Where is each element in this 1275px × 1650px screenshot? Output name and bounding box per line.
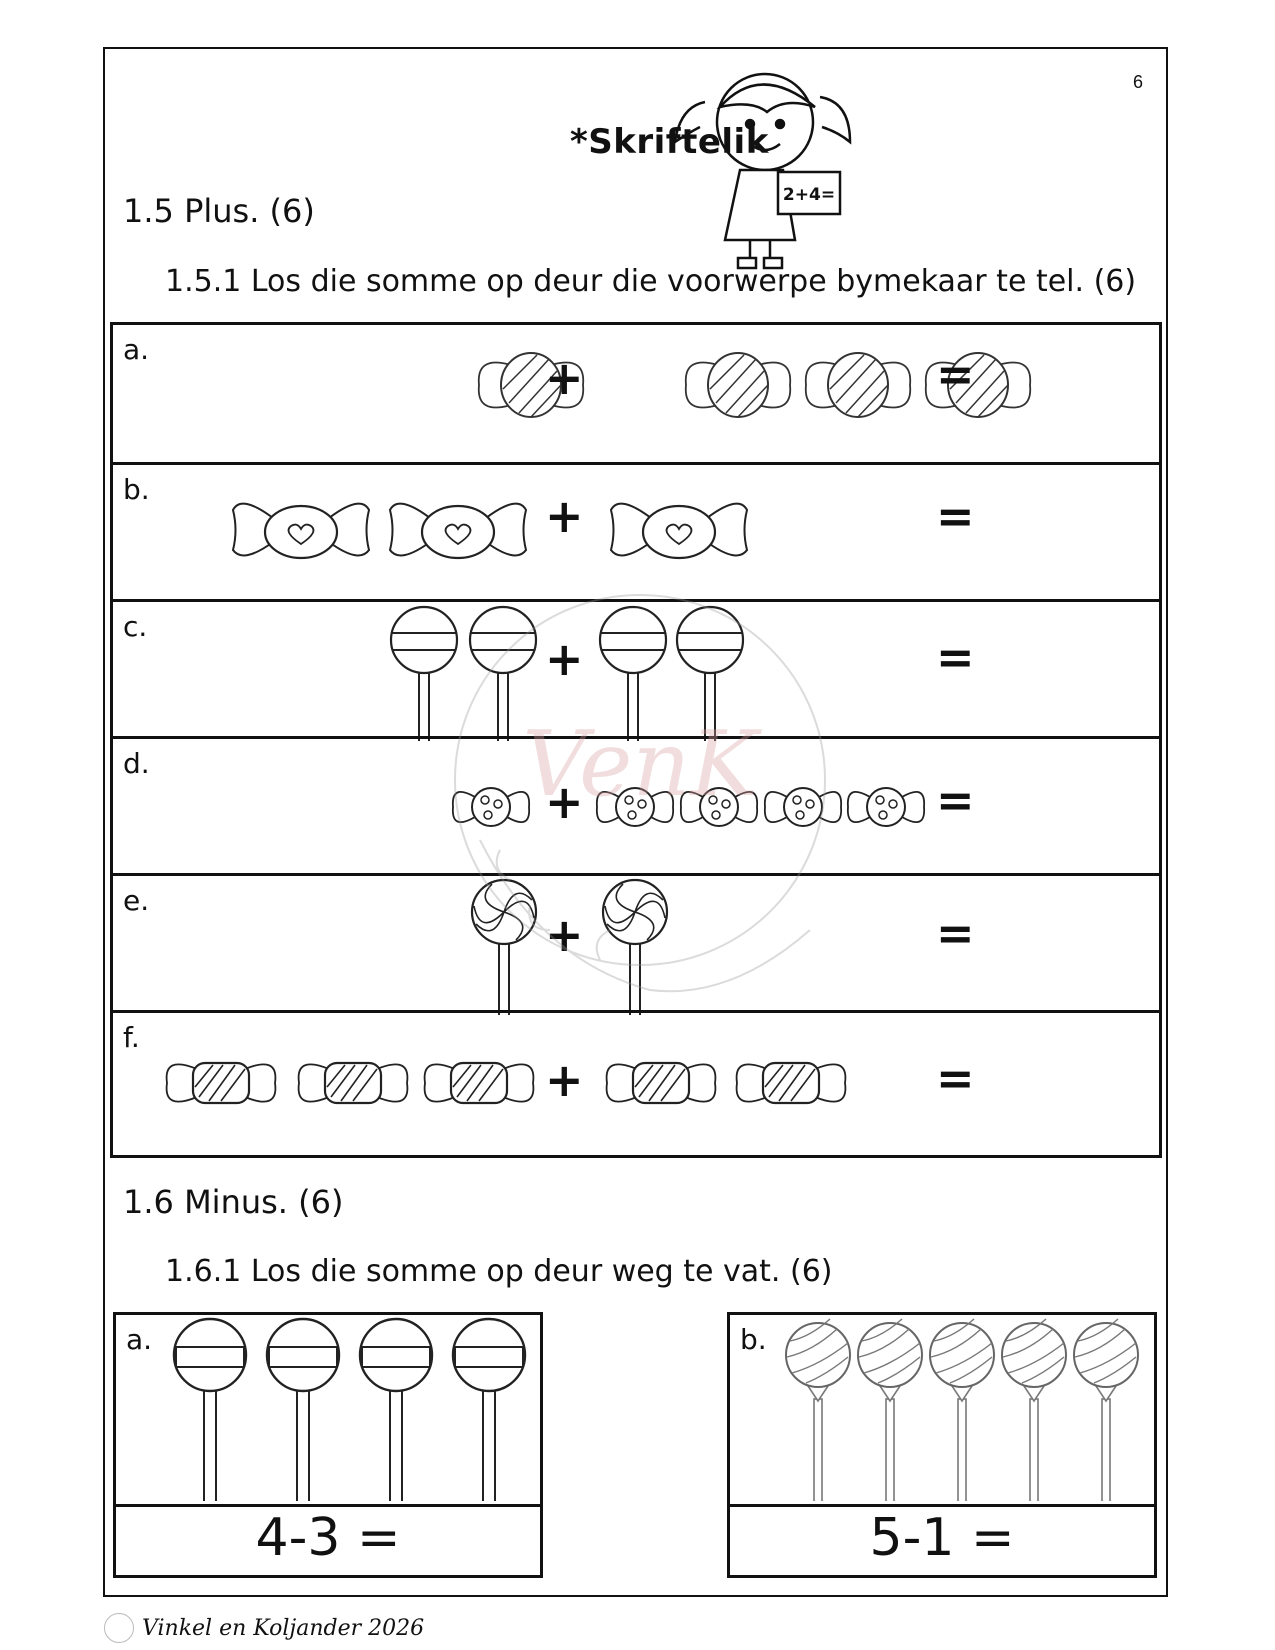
lollipop-icon	[675, 605, 745, 741]
swirl-lollipop-icon	[601, 878, 669, 1015]
lollipop-icon	[598, 605, 668, 741]
plus-row-a: a. + =	[113, 325, 1159, 464]
striped-lollipop-icon	[1073, 1318, 1139, 1512]
lollipop-icon	[265, 1317, 341, 1511]
lollipop-icon	[358, 1317, 434, 1511]
diagonal-candy-icon	[297, 1061, 409, 1105]
dotted-candy-icon	[763, 787, 843, 827]
footer-text: Vinkel en Koljander 2026	[142, 1615, 425, 1641]
footer-logo-icon	[104, 1613, 134, 1643]
row-label: f.	[123, 1021, 140, 1054]
heart-candy-icon	[388, 502, 528, 560]
row-e-items	[470, 878, 669, 1015]
lollipop-icon	[451, 1317, 527, 1511]
page-number: 6	[1133, 72, 1144, 92]
minus-sum-a: 4-3 =	[255, 1508, 401, 1568]
row-label: e.	[123, 884, 150, 917]
diagonal-candy-icon	[735, 1061, 847, 1105]
striped-lollipop-icon	[1001, 1318, 1067, 1512]
girl-illustration: 2+4=	[673, 72, 852, 270]
plus-row-c: c. + =	[113, 599, 1159, 741]
minus-box-label: b.	[740, 1323, 767, 1356]
row-c-items	[389, 605, 745, 741]
row-f-items	[165, 1061, 847, 1105]
diagonal-candy-icon	[423, 1061, 535, 1105]
lollipop-icon	[468, 605, 538, 741]
diagonal-candy-icon	[605, 1061, 717, 1105]
minus-a-items	[172, 1317, 527, 1511]
plus-sign: +	[545, 351, 584, 405]
minus-b-items	[785, 1318, 1139, 1512]
striped-lollipop-icon	[857, 1318, 923, 1512]
diagonal-candy-icon	[165, 1061, 277, 1105]
plus-row-d: d. + =	[113, 736, 1159, 875]
equals-sign: =	[936, 906, 975, 960]
minus-box-a-pictures: a.	[116, 1315, 540, 1511]
equals-sign: =	[936, 630, 975, 684]
equals-sign: =	[936, 1051, 975, 1105]
row-label: a.	[123, 333, 150, 366]
plus-row-e: e. + =	[113, 873, 1159, 1015]
equals-sign: =	[936, 773, 975, 827]
minus-box-a: a. 4-3 =	[113, 1312, 543, 1578]
row-a-items	[477, 352, 1032, 418]
striped-candy-icon	[804, 352, 912, 418]
lollipop-icon	[172, 1317, 248, 1511]
section-plus-instruction: 1.5.1 Los die somme op deur die voorwerp…	[165, 264, 1137, 299]
section-plus-title: 1.5 Plus. (6)	[123, 192, 315, 230]
heart-candy-icon	[609, 502, 749, 560]
dotted-candy-icon	[846, 787, 926, 827]
row-label: b.	[123, 473, 150, 506]
equals-sign: =	[936, 347, 975, 401]
plus-row-b: b. + =	[113, 462, 1159, 601]
row-d-items	[451, 787, 926, 827]
striped-lollipop-icon	[785, 1318, 851, 1512]
dotted-candy-icon	[679, 787, 759, 827]
dotted-candy-icon	[451, 787, 531, 827]
plus-sign: +	[545, 775, 584, 829]
plus-sign: +	[545, 489, 584, 543]
heart-candy-icon	[231, 502, 371, 560]
row-label: c.	[123, 610, 148, 643]
swirl-lollipop-icon	[470, 878, 538, 1015]
striped-lollipop-icon	[929, 1318, 995, 1512]
girl-board-text: 2+4=	[783, 185, 835, 205]
row-b-items	[231, 502, 749, 560]
minus-sum-b: 5-1 =	[869, 1508, 1015, 1568]
plus-table: a. + = b.	[110, 322, 1162, 1158]
row-label: d.	[123, 747, 150, 780]
equals-sign: =	[936, 489, 975, 543]
plus-sign: +	[545, 632, 584, 686]
minus-box-label: a.	[126, 1323, 153, 1356]
plus-row-f: f. + =	[113, 1010, 1159, 1149]
page-frame	[103, 47, 1168, 1597]
section-minus-instruction: 1.6.1 Los die somme op deur weg te vat. …	[165, 1254, 833, 1289]
lollipop-icon	[389, 605, 459, 741]
plus-sign: +	[545, 908, 584, 962]
section-minus-title: 1.6 Minus. (6)	[123, 1183, 344, 1221]
footer: Vinkel en Koljander 2026	[104, 1613, 424, 1643]
striped-candy-icon	[684, 352, 792, 418]
page-heading: *Skriftelik	[570, 122, 769, 162]
minus-box-b: b. 5-1 =	[727, 1312, 1157, 1578]
dotted-candy-icon	[595, 787, 675, 827]
minus-box-b-pictures: b.	[730, 1315, 1154, 1512]
plus-sign: +	[545, 1053, 584, 1107]
